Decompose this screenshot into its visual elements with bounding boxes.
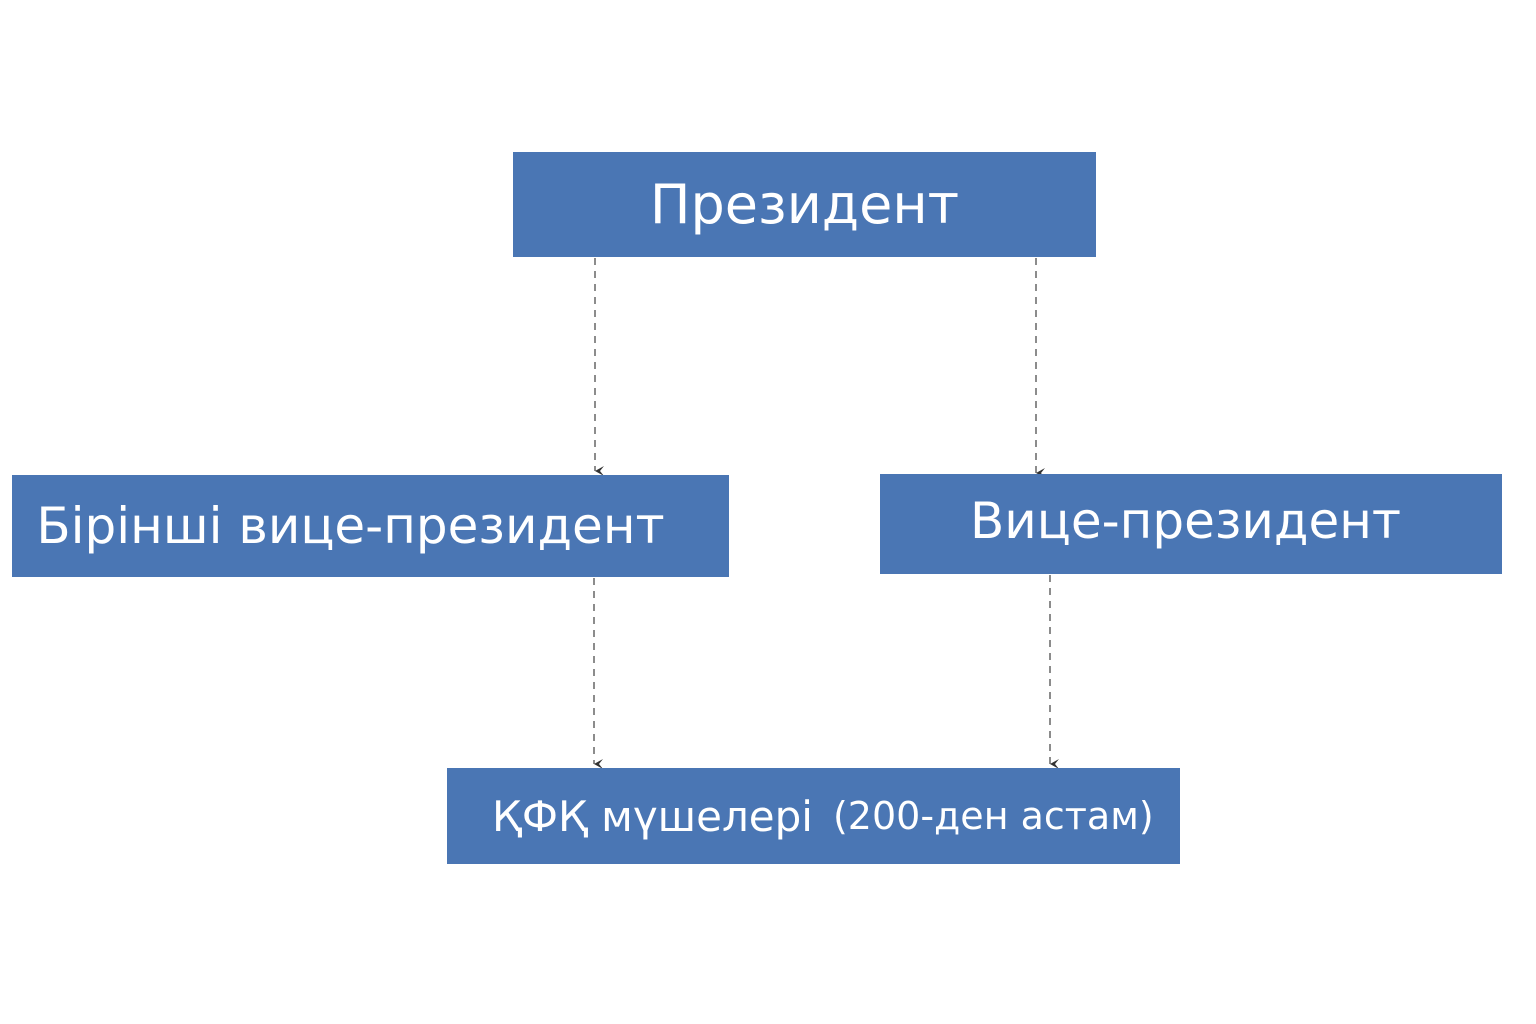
- first-vice-president-label: Бірінші вице-президент: [36, 497, 665, 555]
- vice-president-node: Вице-президент: [880, 474, 1502, 574]
- members-count-label: (200-ден астам): [832, 794, 1154, 838]
- members-label: ҚФҚ мүшелері: [492, 791, 813, 841]
- first-vice-president-node: Бірінші вице-президент: [12, 475, 729, 577]
- vice-president-label: Вице-президент: [970, 492, 1402, 550]
- president-label: Президент: [649, 173, 960, 236]
- president-node: Президент: [513, 152, 1096, 257]
- members-node: ҚФҚ мүшелері (200-ден астам): [447, 768, 1180, 864]
